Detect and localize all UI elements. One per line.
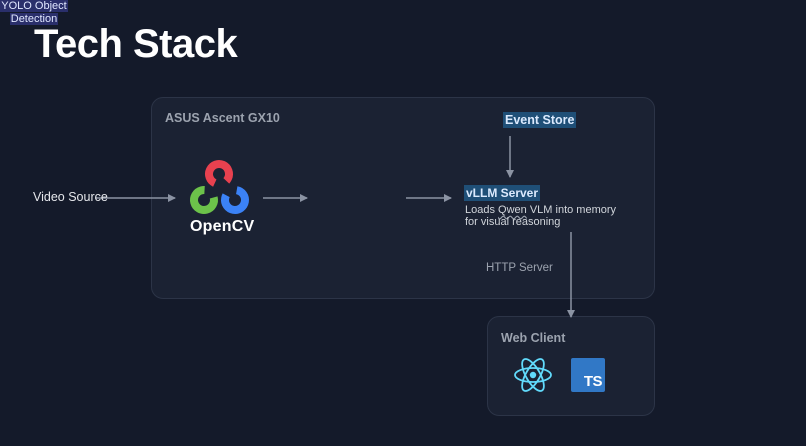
event-store-node: Event Store	[503, 112, 577, 128]
typescript-icon: TS	[571, 358, 605, 392]
opencv-label: OpenCV	[190, 218, 255, 235]
web-client-group: Web Client	[487, 316, 655, 416]
vllm-desc-post: VLM into memory	[526, 204, 617, 216]
web-client-group-label: Web Client	[501, 331, 566, 345]
http-server-label: HTTP Server	[486, 262, 553, 274]
yolo-node: YOLO Object Detection	[0, 0, 68, 26]
vllm-desc-pre: Loads	[465, 204, 499, 216]
vllm-desc-qwen: Qwen	[498, 204, 527, 216]
opencv-logo-icon	[190, 160, 249, 214]
typescript-icon-text: TS	[583, 373, 603, 390]
slide-title: Tech Stack	[34, 22, 238, 66]
yolo-label-line2: Detection	[9, 13, 59, 25]
video-source-node: Video Source	[33, 190, 108, 204]
react-icon	[514, 358, 552, 392]
vllm-desc-line2: for visual reasoning	[465, 216, 561, 228]
vllm-description: Loads Qwen VLM into memory for visual re…	[465, 204, 616, 228]
vllm-server-node: vLLM Server	[464, 185, 541, 201]
gx10-group-label: ASUS Ascent GX10	[165, 111, 280, 125]
yolo-label-line1: YOLO Object	[0, 0, 68, 12]
